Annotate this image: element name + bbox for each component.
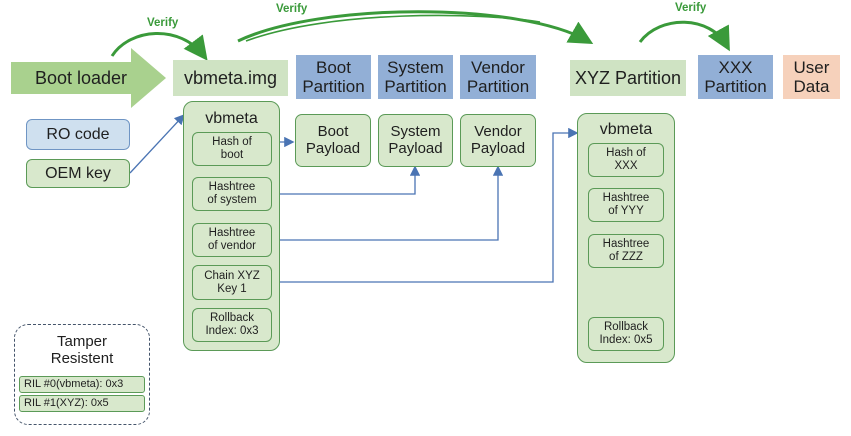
ril-row-1: RIL #1(XYZ): 0x5 [19,395,145,412]
xyz-partition-header: XYZ Partition [570,60,686,96]
boot-partition-header: Boot Partition [296,55,371,99]
verify-arrow-vbmeta-xyz-second [245,14,541,42]
system-payload: System Payload [378,114,453,167]
boot-loader-label: Boot loader [34,67,128,88]
xyz-vbmeta-panel-title: vbmeta [599,121,653,138]
connector-hashtree-vendor-payload [271,165,504,241]
xyz-entry-rollback: Rollback Index: 0x5 [588,317,664,351]
oem-key-box: OEM key [26,159,130,188]
connector-oemkey-vbmeta [129,114,185,174]
vbmeta-entry-rollback: Rollback Index: 0x3 [192,308,272,342]
vbmeta-entry-chain-xyz: Chain XYZ Key 1 [192,265,272,300]
system-partition-header: System Partition [378,55,453,99]
tamper-resistant-box: Tamper Resistent RIL #0(vbmeta): 0x3 RIL… [14,324,150,425]
vbmeta-img-header: vbmeta.img [173,60,288,96]
verify-label-2: Verify [276,3,308,15]
vbmeta-entry-hash-boot: Hash of boot [192,132,272,166]
vbmeta-panel: vbmeta Hash of boot Hashtree of system H… [183,101,280,351]
verify-label-3: Verify [675,2,707,14]
verify-arrow-vbmeta-xyz [237,10,594,44]
vbmeta-entry-hashtree-vendor: Hashtree of vendor [192,223,272,257]
vendor-partition-header: Vendor Partition [460,55,536,99]
verify-label-1: Verify [147,17,179,29]
ro-code-box: RO code [26,119,130,150]
boot-loader-arrow [11,48,166,108]
vendor-payload: Vendor Payload [460,114,536,167]
connector-hashtree-system-payload [271,165,421,195]
xyz-entry-hashtree-zzz: Hashtree of ZZZ [588,234,664,268]
tamper-title: Tamper Resistent [50,333,114,368]
vbmeta-panel-title: vbmeta [205,110,258,127]
ril-row-0: RIL #0(vbmeta): 0x3 [19,376,145,393]
xyz-entry-hash-xxx: Hash of XXX [588,143,664,177]
connector-chain-xyz-vbmeta [271,127,579,283]
xyz-vbmeta-panel: vbmeta Hash of XXX Hashtree of YYY Hasht… [577,113,675,363]
vbmeta-entry-hashtree-system: Hashtree of system [192,177,272,211]
boot-payload: Boot Payload [295,114,371,167]
xyz-entry-hashtree-yyy: Hashtree of YYY [588,188,664,222]
xxx-partition-header: XXX Partition [698,55,773,99]
verify-arrow-bootloader-vbmeta [110,32,208,61]
verify-arrow-xyz-xxx [638,20,730,52]
user-data-header: User Data [783,55,840,99]
